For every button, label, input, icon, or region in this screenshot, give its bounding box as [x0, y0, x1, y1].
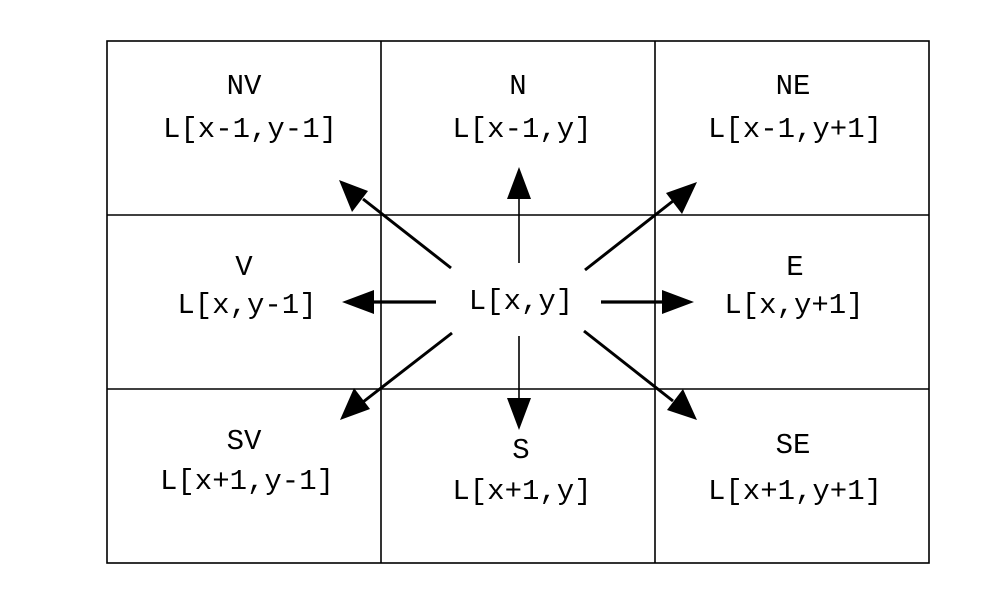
arrow-southwest-shaft: [362, 331, 453, 404]
cell-e-expression: L[x,y+1]: [724, 289, 863, 322]
cell-nw-expression: L[x-1,y-1]: [163, 113, 337, 146]
cell-se-expression: L[x+1,y+1]: [708, 475, 882, 508]
cell-e: E L[x,y+1]: [724, 251, 863, 322]
arrow-southeast: [583, 329, 697, 420]
cell-n-expression: L[x-1,y]: [452, 113, 591, 146]
cell-sw-expression: L[x+1,y-1]: [160, 465, 334, 498]
cell-nw: NV L[x-1,y-1]: [163, 70, 337, 146]
cell-sw-direction: SV: [227, 425, 262, 458]
cell-e-direction: E: [786, 251, 803, 284]
cell-center: L[x,y]: [469, 285, 573, 318]
arrow-northwest: [339, 180, 452, 270]
cell-ne-expression: L[x-1,y+1]: [708, 113, 882, 146]
cell-n: N L[x-1,y]: [452, 70, 591, 146]
arrow-west: [342, 290, 436, 314]
arrow-northeast: [584, 182, 697, 272]
arrow-southwest: [340, 331, 453, 420]
cell-n-direction: N: [509, 70, 526, 103]
arrow-northwest-shaft: [362, 197, 452, 270]
cell-w: V L[x,y-1]: [177, 251, 316, 322]
cell-center-expression: L[x,y]: [469, 285, 573, 318]
cell-s: S L[x+1,y]: [452, 434, 591, 508]
cell-ne-direction: NE: [776, 70, 811, 103]
cell-sw: SV L[x+1,y-1]: [160, 425, 334, 498]
cell-s-direction: S: [512, 434, 529, 467]
grid: [106, 40, 930, 564]
grid-border: [106, 40, 930, 564]
arrow-west-head: [342, 290, 374, 314]
cell-se: SE L[x+1,y+1]: [708, 429, 882, 508]
arrow-north: [507, 167, 531, 263]
arrow-south-head: [507, 398, 531, 430]
cell-s-expression: L[x+1,y]: [452, 475, 591, 508]
cell-w-expression: L[x,y-1]: [177, 289, 316, 322]
arrow-southeast-head: [667, 389, 697, 420]
arrow-southwest-head: [340, 388, 370, 420]
arrow-south: [507, 336, 531, 430]
arrow-southeast-shaft: [583, 329, 674, 403]
cell-nw-direction: NV: [227, 70, 262, 103]
arrows: [339, 167, 697, 430]
cell-ne: NE L[x-1,y+1]: [708, 70, 882, 146]
cell-w-direction: V: [235, 251, 253, 284]
arrow-northeast-shaft: [584, 199, 674, 272]
arrow-north-head: [507, 167, 531, 199]
arrow-northwest-head: [339, 180, 368, 212]
cell-se-direction: SE: [776, 429, 811, 462]
arrow-northeast-head: [666, 182, 697, 214]
arrow-east: [601, 290, 694, 314]
arrow-east-head: [662, 290, 694, 314]
